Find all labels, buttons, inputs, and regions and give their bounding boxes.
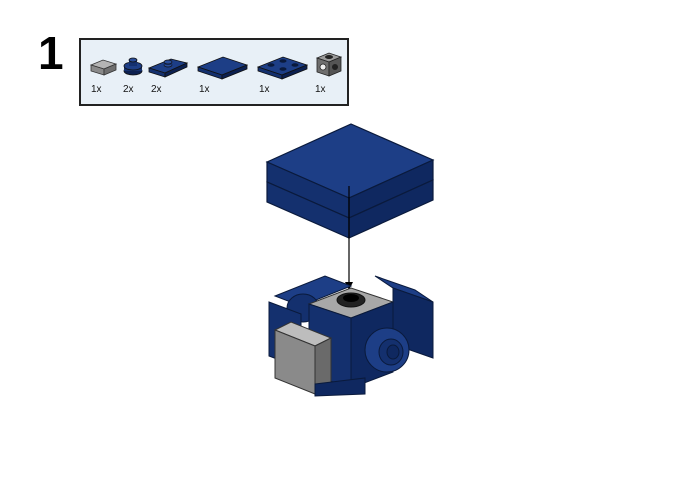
part-item: 1x <box>313 40 345 104</box>
dark-blue-plate-2x2-icon <box>256 56 309 80</box>
base-assembly <box>268 275 434 397</box>
dark-blue-round-plate-1x1-icon <box>123 57 143 76</box>
part-item: 1x <box>255 40 311 104</box>
part-item: 2x <box>121 40 145 104</box>
part-quantity: 1x <box>91 84 102 95</box>
dark-bluish-gray-brick-with-studs-on-sides-icon <box>315 52 343 77</box>
part-quantity: 1x <box>315 84 326 95</box>
part-quantity: 2x <box>151 84 162 95</box>
part-quantity: 1x <box>259 84 270 95</box>
part-item: 2x <box>147 40 191 104</box>
parts-list-panel: 1x 2x 2x <box>79 38 349 106</box>
step-number: 1 <box>38 27 64 79</box>
light-bluish-gray-tile-1x1-icon <box>89 59 118 76</box>
part-item: 1x <box>195 40 251 104</box>
model-assembly-illustration <box>265 123 435 397</box>
part-quantity: 2x <box>123 84 134 95</box>
top-plate-stack <box>265 123 435 239</box>
dark-blue-tile-2x2-icon <box>196 56 249 80</box>
dark-blue-plate-1x2-with-stud-icon <box>147 58 189 78</box>
part-quantity: 1x <box>199 84 210 95</box>
part-item: 1x <box>89 40 119 104</box>
